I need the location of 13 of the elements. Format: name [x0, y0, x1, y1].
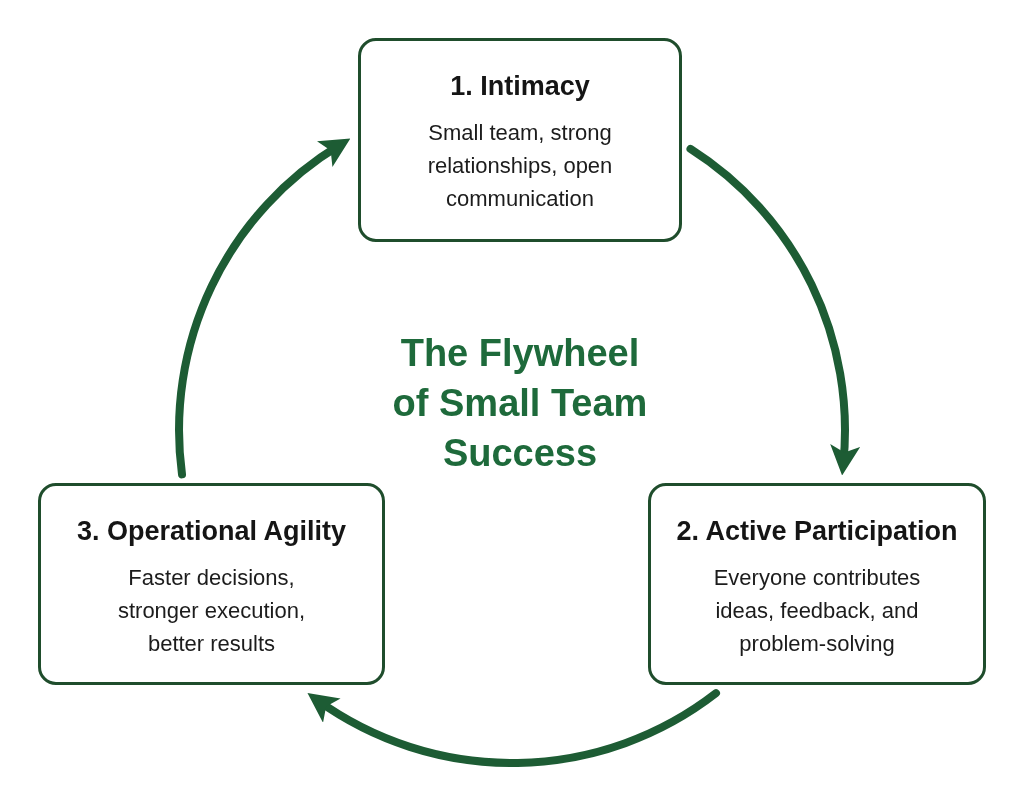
step-heading: 1. Intimacy: [450, 70, 590, 103]
cycle-arrow: [307, 689, 720, 767]
diagram-title: The Flywheel of Small Team Success: [391, 331, 649, 476]
cycle-arrow: [175, 137, 350, 479]
step-box: [38, 483, 385, 685]
cycle-arrow: [686, 144, 859, 476]
step-heading: 2. Active Participation: [676, 515, 958, 548]
step-box: [648, 483, 986, 685]
step-box: [358, 38, 682, 242]
step-description: Faster decisions, stronger execution, better results: [116, 564, 307, 658]
step-description: Small team, strong relationships, open communication: [426, 119, 614, 213]
step-heading: 3. Operational Agility: [76, 515, 347, 548]
step-description: Everyone contributes ideas, feedback, and problem-solving: [712, 564, 922, 658]
